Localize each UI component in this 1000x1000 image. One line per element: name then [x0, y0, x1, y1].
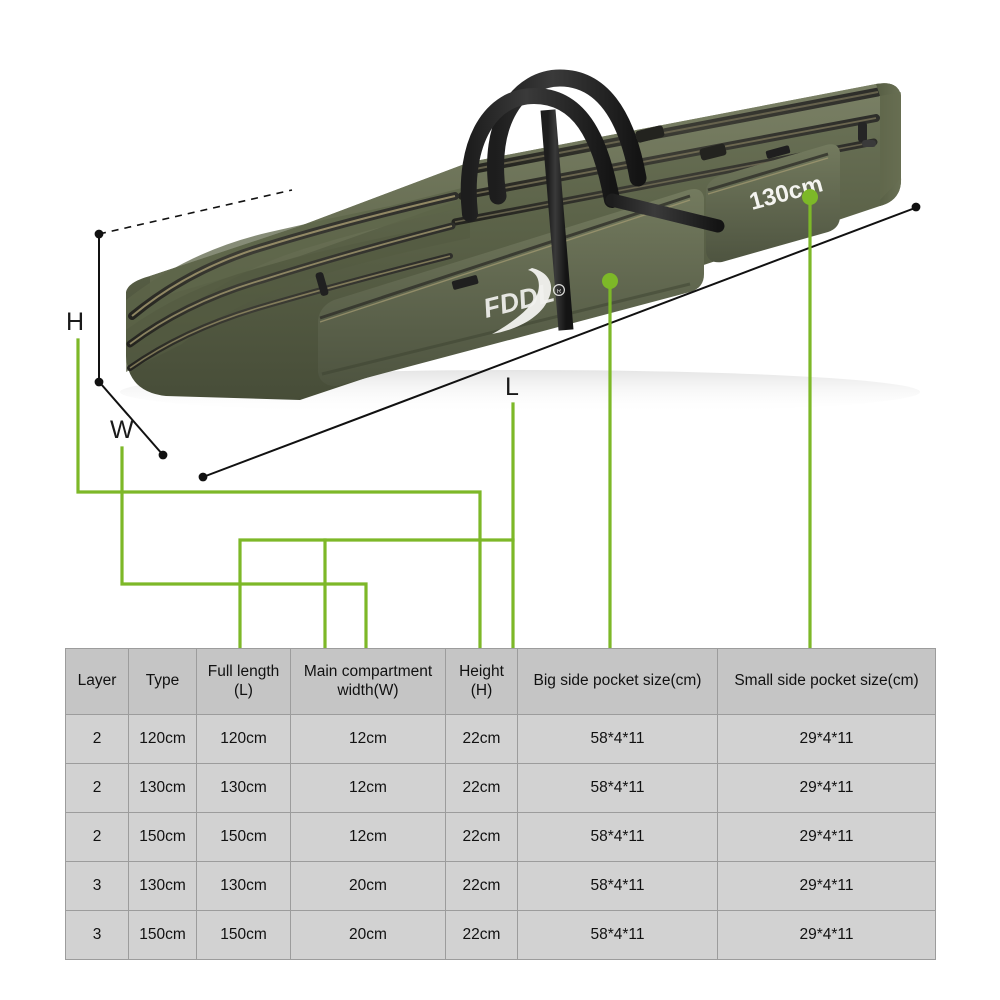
cell-layer: 2: [65, 714, 129, 764]
callout-dot-small-pocket: [802, 189, 818, 205]
column-header-big-pocket: Big side pocket size(cm): [517, 648, 718, 715]
table-row: 2 130cm 130cm 12cm 22cm 58*4*11 29*4*11: [65, 763, 936, 813]
cell-main-width: 20cm: [290, 861, 446, 911]
cell-small-pocket: 29*4*11: [717, 714, 936, 764]
callout-markers: [602, 189, 818, 289]
spec-table-container: Layer Type Full length (L) Main compartm…: [65, 648, 936, 960]
column-header-layer: Layer: [65, 648, 129, 715]
specifications-table: Layer Type Full length (L) Main compartm…: [65, 648, 936, 960]
dimension-label-width: W: [110, 416, 135, 444]
cell-type: 130cm: [128, 861, 197, 911]
zipper-pull-icon: [858, 122, 876, 147]
cell-big-pocket: 58*4*11: [517, 714, 718, 764]
cell-layer: 2: [65, 812, 129, 862]
cell-type: 120cm: [128, 714, 197, 764]
pocket-tab: [765, 145, 791, 159]
cell-full-length: 150cm: [196, 910, 291, 960]
column-header-type: Type: [128, 648, 197, 715]
cell-main-width: 12cm: [290, 763, 446, 813]
table-row: 3 130cm 130cm 20cm 22cm 58*4*11 29*4*11: [65, 861, 936, 911]
zipper-group: [126, 87, 883, 371]
cell-small-pocket: 29*4*11: [717, 812, 936, 862]
table-row: 2 150cm 150cm 12cm 22cm 58*4*11 29*4*11: [65, 812, 936, 862]
carry-handle-group: [460, 69, 727, 331]
bag-right-end: [876, 83, 902, 206]
cell-full-length: 150cm: [196, 812, 291, 862]
cell-layer: 2: [65, 763, 129, 813]
cell-full-length: 130cm: [196, 763, 291, 813]
cell-height: 22cm: [445, 812, 518, 862]
column-header-height: Height (H): [445, 648, 518, 715]
cell-big-pocket: 58*4*11: [517, 812, 718, 862]
header-line: Small side pocket size(cm): [734, 672, 919, 690]
svg-text:R: R: [557, 289, 562, 295]
header-line: Big side pocket size(cm): [533, 672, 702, 690]
dimension-label-height: H: [66, 308, 85, 336]
cell-main-width: 20cm: [290, 910, 446, 960]
dimension-label-length: L: [505, 373, 520, 401]
table-row: 2 120cm 120cm 12cm 22cm 58*4*11 29*4*11: [65, 714, 936, 764]
header-line: Layer: [77, 672, 117, 690]
table-header-row: Layer Type Full length (L) Main compartm…: [65, 648, 936, 715]
pocket-tab: [451, 275, 479, 290]
header-line: (L): [234, 681, 253, 699]
cell-layer: 3: [65, 861, 129, 911]
cell-type: 150cm: [128, 910, 197, 960]
header-line: Full length: [207, 663, 280, 681]
cell-height: 22cm: [445, 861, 518, 911]
cell-full-length: 120cm: [196, 714, 291, 764]
cell-big-pocket: 58*4*11: [517, 763, 718, 813]
column-header-full-length: Full length (L): [196, 648, 291, 715]
header-line: (H): [470, 681, 493, 699]
table-body: 2 120cm 120cm 12cm 22cm 58*4*11 29*4*11 …: [65, 714, 936, 960]
strap-anchor: [699, 143, 727, 161]
header-line: width(W): [337, 681, 399, 699]
table-header: Layer Type Full length (L) Main compartm…: [65, 648, 936, 715]
cell-small-pocket: 29*4*11: [717, 910, 936, 960]
header-line: Main compartment: [303, 663, 433, 681]
product-figure: FDDL R 130cm: [66, 69, 921, 482]
cell-big-pocket: 58*4*11: [517, 861, 718, 911]
cell-type: 150cm: [128, 812, 197, 862]
cell-small-pocket: 29*4*11: [717, 861, 936, 911]
fishing-rod-bag-illustration: FDDL R 130cm: [94, 69, 921, 482]
cell-height: 22cm: [445, 763, 518, 813]
header-line: Type: [145, 672, 180, 690]
table-row: 3 150cm 150cm 20cm 22cm 58*4*11 29*4*11: [65, 910, 936, 960]
header-line: Height: [459, 663, 504, 681]
column-header-small-pocket: Small side pocket size(cm): [717, 648, 936, 715]
callout-dot-big-pocket: [602, 273, 618, 289]
column-header-main-width: Main compartment width(W): [290, 648, 446, 715]
cell-type: 130cm: [128, 763, 197, 813]
dimension-guide-dashed: [98, 189, 293, 235]
small-side-pocket: [706, 144, 840, 263]
cell-height: 22cm: [445, 910, 518, 960]
strap-anchor: [635, 125, 665, 143]
cell-height: 22cm: [445, 714, 518, 764]
cell-main-width: 12cm: [290, 812, 446, 862]
cell-small-pocket: 29*4*11: [717, 763, 936, 813]
zipper-pull-icon: [315, 272, 329, 296]
cell-layer: 3: [65, 910, 129, 960]
cell-full-length: 130cm: [196, 861, 291, 911]
cell-big-pocket: 58*4*11: [517, 910, 718, 960]
cell-main-width: 12cm: [290, 714, 446, 764]
